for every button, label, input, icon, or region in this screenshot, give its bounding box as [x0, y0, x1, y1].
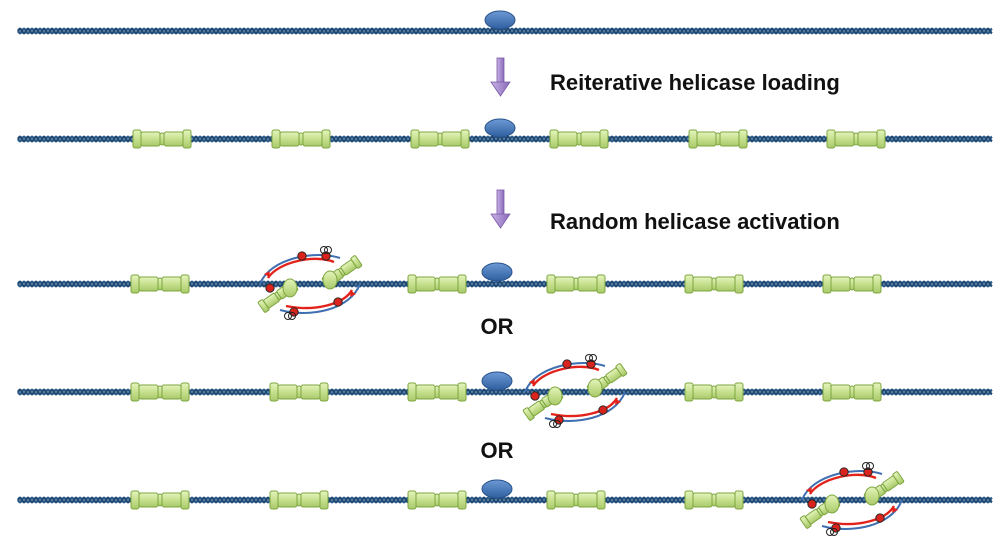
mcm-double-hexamer-icon	[684, 490, 744, 510]
mcm-double-hexamer-icon	[684, 274, 744, 294]
mcm-double-hexamer-icon	[546, 490, 606, 510]
origin-complex-icon	[481, 479, 513, 499]
mcm-double-hexamer-icon	[130, 382, 190, 402]
mcm-double-hexamer-icon	[546, 274, 606, 294]
mcm-double-hexamer-icon	[130, 490, 190, 510]
mcm-double-hexamer-icon	[407, 490, 467, 510]
mcm-double-hexamer-icon	[407, 382, 467, 402]
step-label-helicase-activation: Random helicase activation	[550, 209, 840, 234]
origin-complex-icon	[481, 371, 513, 391]
or-label-1: OR	[481, 314, 514, 339]
mcm-double-hexamer-icon	[822, 274, 882, 294]
replication-bubble-icon	[257, 246, 363, 320]
mcm-double-hexamer-icon	[549, 129, 609, 149]
mcm-double-hexamer-icon	[269, 382, 329, 402]
replication-bubble-icon	[799, 462, 905, 536]
origin-complex-icon	[481, 262, 513, 282]
mcm-double-hexamer-icon	[271, 129, 331, 149]
mcm-double-hexamer-icon	[684, 382, 744, 402]
mcm-double-hexamer-icon	[688, 129, 748, 149]
replication-bubble-icon	[522, 354, 628, 428]
dna-strand-row-1	[16, 27, 993, 35]
mcm-double-hexamer-icon	[269, 490, 329, 510]
down-arrow-icon	[490, 57, 511, 97]
down-arrow-icon	[490, 189, 511, 229]
mcm-double-hexamer-icon	[130, 274, 190, 294]
or-label-2: OR	[481, 438, 514, 463]
mcm-double-hexamer-icon	[407, 274, 467, 294]
mcm-double-hexamer-icon	[826, 129, 886, 149]
mcm-double-hexamer-icon	[410, 129, 470, 149]
mcm-double-hexamer-icon	[132, 129, 192, 149]
mcm-double-hexamer-icon	[822, 382, 882, 402]
origin-complex-icon	[484, 118, 516, 138]
origin-complex-icon	[484, 10, 516, 30]
step-label-helicase-loading: Reiterative helicase loading	[550, 70, 840, 95]
